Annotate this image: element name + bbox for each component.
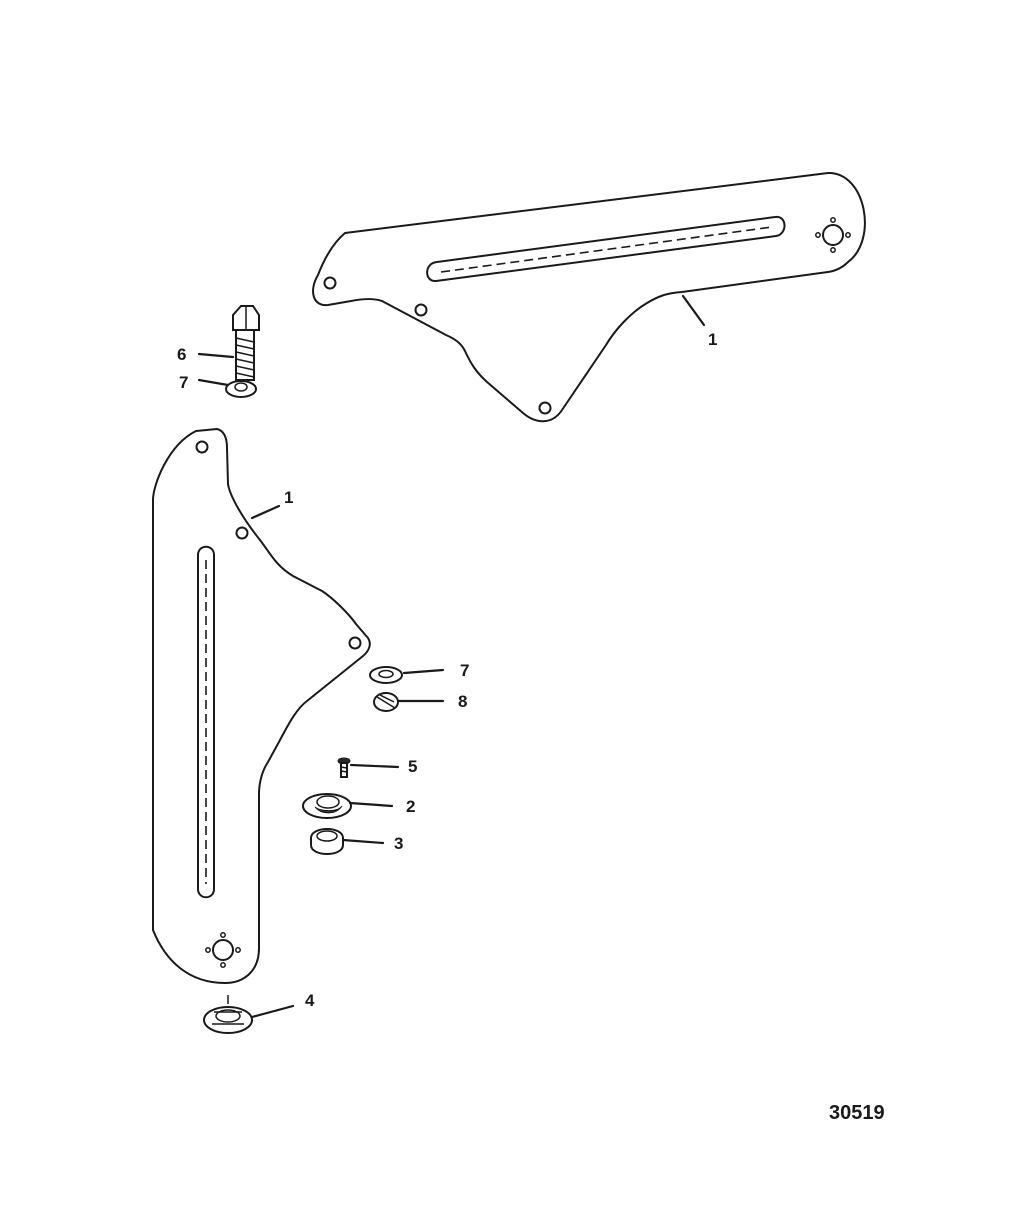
callout-bolt: 6 <box>177 345 186 364</box>
callout-nut: 8 <box>458 692 467 711</box>
figure-number: 30519 <box>829 1102 885 1124</box>
callout-bushing: 3 <box>394 834 403 853</box>
screw <box>337 757 351 778</box>
bolt <box>232 305 260 381</box>
callout-labels: 1 1 6 7 7 8 5 2 3 4 <box>177 330 717 1010</box>
nut <box>373 692 399 712</box>
upper-bracket <box>312 171 866 423</box>
leader-lines <box>197 294 706 1019</box>
callout-bottom-bushing: 4 <box>305 991 315 1010</box>
lower-bracket <box>152 428 371 984</box>
callout-flat-washer: 7 <box>460 661 469 680</box>
callout-screw: 5 <box>408 757 417 776</box>
callout-upper-bracket: 1 <box>708 330 717 349</box>
callout-lower-bracket: 1 <box>284 488 293 507</box>
bottom-bushing <box>203 995 253 1034</box>
flat-washer <box>369 666 403 684</box>
bolt-washer <box>225 380 257 398</box>
bushing <box>310 828 344 855</box>
callout-bolt-washer: 7 <box>179 373 188 392</box>
callout-flanged-bushing: 2 <box>406 797 415 816</box>
flanged-bushing <box>302 793 352 819</box>
